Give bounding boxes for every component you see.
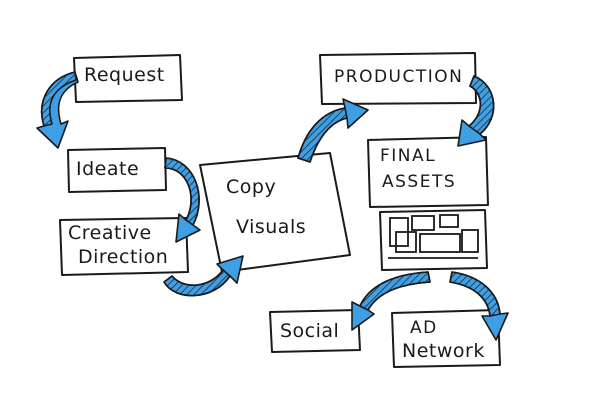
network-label: Network	[402, 340, 485, 362]
production-box	[319, 52, 477, 105]
ideate-box	[67, 147, 167, 193]
production-label: PRODUCTION	[334, 67, 464, 87]
arrow-copy-to-production	[297, 98, 369, 163]
layout-mockup-box	[379, 209, 488, 271]
assets-label: ASSETS	[382, 172, 457, 192]
final-label: FINAL	[380, 146, 437, 166]
copy-visuals-box	[199, 152, 351, 273]
final-assets-box	[367, 136, 489, 208]
request-box	[73, 54, 183, 103]
visuals-label: Visuals	[236, 216, 307, 238]
social-box	[269, 309, 361, 353]
creative-label: Creative	[68, 222, 152, 244]
arrow-final-to-social	[351, 271, 431, 331]
ideate-label: Ideate	[76, 158, 140, 180]
arrow-creative-to-copy	[163, 255, 244, 297]
creative-direction-box	[59, 217, 189, 276]
social-label: Social	[280, 320, 340, 342]
direction-label: Direction	[78, 246, 169, 268]
ad-label: AD	[410, 318, 438, 338]
ad-network-box	[391, 309, 501, 368]
arrow-request-to-ideate	[36, 71, 79, 149]
arrow-final-to-adnetwork	[449, 271, 509, 341]
request-label: Request	[84, 64, 165, 86]
arrow-production-to-final	[457, 75, 495, 147]
copy-label: Copy	[226, 176, 277, 198]
arrow-ideate-to-creative	[164, 157, 201, 243]
layout-mockup-sketch	[388, 214, 479, 259]
